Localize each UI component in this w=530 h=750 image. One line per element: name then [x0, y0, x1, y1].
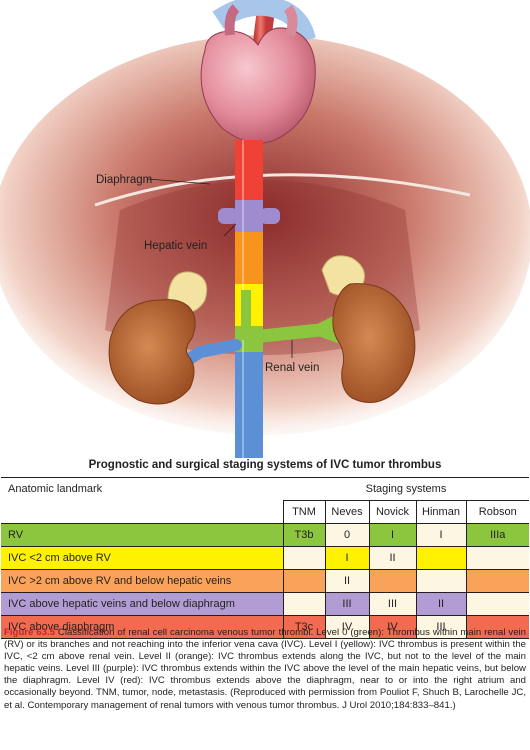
- cell-robson: [465, 615, 529, 639]
- cell-tnm: [282, 592, 325, 616]
- ivc-level-3-purple: [235, 200, 263, 232]
- figure-caption: Figure 63.5 Classification of renal cell…: [4, 627, 526, 712]
- header-staging-systems: Staging systems: [365, 483, 447, 495]
- cell-neves: IV: [324, 615, 369, 639]
- caption-text: Classification of renal cell carcinoma v…: [4, 627, 527, 711]
- table-row: IVC above diaphragm T3c IV IV III: [1, 615, 529, 639]
- column-header-tnm: TNM: [282, 500, 325, 524]
- row-landmark: IVC <2 cm above RV: [1, 546, 283, 570]
- table-row: IVC <2 cm above RV I II: [1, 546, 529, 570]
- ivc-level-2-orange: [235, 232, 263, 284]
- hepatic-vein-label: Hepatic vein: [144, 240, 207, 252]
- cell-tnm: [282, 546, 325, 570]
- cell-hinman: [415, 546, 466, 570]
- cell-robson: [465, 546, 529, 570]
- cell-tnm: T3b: [282, 523, 325, 547]
- column-header-hinman: Hinman: [415, 500, 466, 524]
- cell-hinman: II: [415, 592, 466, 616]
- cell-tnm: T3c: [282, 615, 325, 639]
- ivc-level-4-red: [235, 140, 263, 200]
- heart-vessel-left: [224, 4, 240, 36]
- cell-novick: I: [368, 523, 416, 547]
- row-landmark: RV: [1, 523, 283, 547]
- hepatic-vein-stub-left: [218, 208, 238, 224]
- cell-novick: IV: [368, 615, 416, 639]
- cell-neves: I: [324, 546, 369, 570]
- hepatic-vein-stub-right: [260, 208, 280, 224]
- hepatic-vein-leader-line: [223, 223, 237, 237]
- renal-vein-label: Renal vein: [265, 362, 319, 374]
- left-kidney: [108, 299, 196, 405]
- heart-vessel-right: [283, 4, 298, 37]
- figure-number: Figure 63.5: [4, 627, 55, 638]
- left-renal-vein: [182, 339, 242, 366]
- diaphragm-label: Diaphragm: [96, 174, 152, 186]
- diaphragm-leader-line: [147, 178, 211, 185]
- right-kidney: [332, 283, 416, 403]
- cell-robson: [465, 569, 529, 593]
- table-row: IVC above hepatic veins and below diaphr…: [1, 592, 529, 616]
- row-landmark: IVC >2 cm above RV and below hepatic vei…: [1, 569, 283, 593]
- cell-hinman: III: [415, 615, 466, 639]
- cell-novick: III: [368, 592, 416, 616]
- cell-robson: [465, 592, 529, 616]
- table-row: IVC >2 cm above RV and below hepatic vei…: [1, 569, 529, 593]
- row-landmark: IVC above diaphragm: [1, 615, 283, 639]
- ivc-thrombus-illustration: Diaphragm Hepatic vein Renal vein: [0, 0, 530, 458]
- table-header-row-1: Anatomic landmark Staging systems: [1, 477, 529, 501]
- cell-neves: III: [324, 592, 369, 616]
- cell-tnm: [282, 569, 325, 593]
- cell-hinman: I: [415, 523, 466, 547]
- table-title: Prognostic and surgical staging systems …: [88, 459, 442, 471]
- row-landmark: IVC above hepatic veins and below diaphr…: [1, 592, 283, 616]
- cell-robson: IIIa: [465, 523, 529, 547]
- ivc-lower-blue: [235, 352, 263, 458]
- table-header-row-2: TNM Neves Novick Hinman Robson: [1, 500, 529, 524]
- table-row: RV T3b 0 I I IIIa: [1, 523, 529, 547]
- cell-neves: II: [324, 569, 369, 593]
- column-header-robson: Robson: [465, 500, 529, 524]
- column-header-neves: Neves: [324, 500, 369, 524]
- cell-neves: 0: [324, 523, 369, 547]
- staging-table: Anatomic landmark Staging systems TNM Ne…: [1, 477, 529, 639]
- diaphragm-line: [94, 173, 471, 207]
- cell-hinman: [415, 569, 466, 593]
- header-anatomic-landmark: Anatomic landmark: [8, 483, 103, 496]
- column-header-novick: Novick: [368, 500, 416, 524]
- cell-novick: II: [368, 546, 416, 570]
- cell-novick: [368, 569, 416, 593]
